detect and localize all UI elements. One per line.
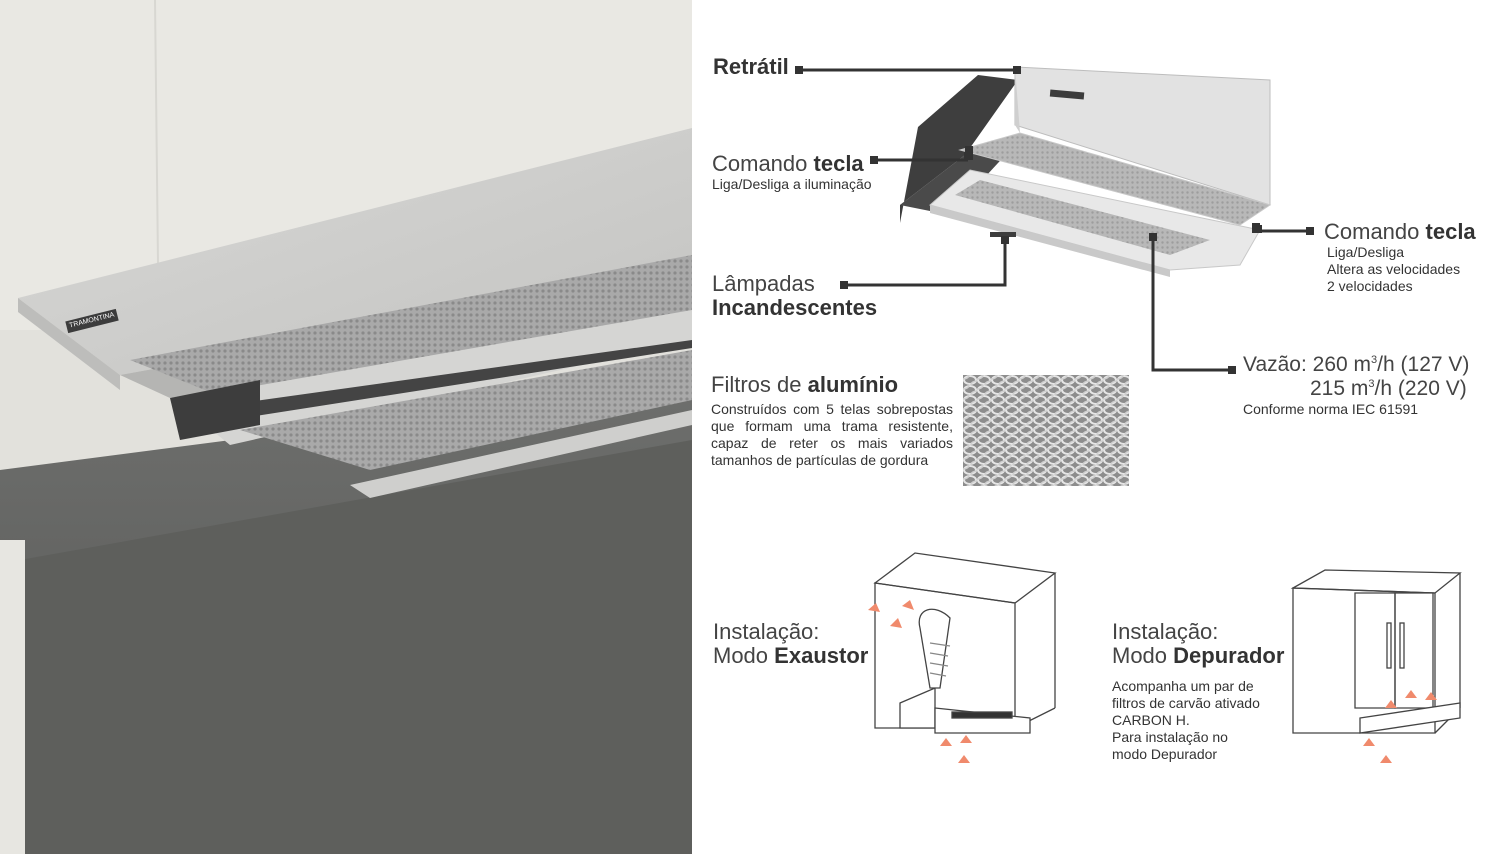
install-depurador: Instalação: Modo Depurador Acompanha um …: [1112, 620, 1284, 763]
depurador-desc-4: Para instalação no: [1112, 729, 1228, 745]
exaustor-line2: Modo Exaustor: [713, 643, 869, 668]
comando-left-title: Comando tecla: [712, 151, 864, 176]
vazao-line-1: Vazão: 260 m3/h (127 V): [1243, 353, 1470, 376]
depurador-desc-1: Acompanha um par de: [1112, 678, 1254, 694]
vazao-line-2: 215 m3/h (220 V): [1310, 377, 1467, 400]
depurador-line2: Modo Depurador: [1112, 643, 1285, 668]
hood-illustration: [900, 66, 1272, 277]
depurador-diagram: [1290, 569, 1462, 763]
product-photo: TRAMONTINA: [0, 0, 692, 854]
filtros-desc-1: Construídos com 5 telas sobrepostas: [711, 401, 953, 417]
install-exaustor: Instalação: Modo Exaustor: [713, 620, 868, 668]
lampadas-callout: Lâmpadas Incandescentes: [712, 272, 877, 320]
filtros-desc-2: que formam uma trama resistente,: [711, 418, 953, 434]
comando-right-desc-2: Altera as velocidades: [1327, 261, 1461, 277]
depurador-desc-2: filtros de carvão ativado: [1112, 695, 1260, 711]
comando-right-title: Comando tecla: [1324, 219, 1476, 244]
comando-right-desc-3: 2 velocidades: [1327, 278, 1413, 294]
lampadas-line2: Incandescentes: [712, 295, 878, 320]
lampadas-line1: Lâmpadas: [712, 271, 815, 296]
aluminum-filter-image: [963, 375, 1129, 486]
exaustor-line1: Instalação:: [713, 619, 820, 644]
vazao-callout: Vazão: 260 m3/h (127 V) 215 m3/h (220 V)…: [1243, 353, 1469, 418]
vazao-note: Conforme norma IEC 61591: [1243, 401, 1419, 417]
comando-right: Comando tecla Liga/Desliga Altera as vel…: [1324, 220, 1476, 295]
depurador-line1: Instalação:: [1112, 619, 1219, 644]
comando-left: Comando tecla Liga/Desliga a iluminação: [712, 152, 872, 193]
filtros-callout: Filtros de alumínio Construídos com 5 te…: [711, 373, 953, 469]
filtros-desc-3: capaz de reter os mais variados: [711, 435, 953, 451]
filtros-title: Filtros de alumínio: [711, 372, 899, 397]
filtros-desc-4: tamanhos de partículas de gordura: [711, 452, 929, 468]
comando-left-desc: Liga/Desliga a iluminação: [712, 176, 872, 192]
exaustor-diagram: [868, 552, 1057, 763]
depurador-desc-5: modo Depurador: [1112, 746, 1218, 762]
depurador-desc-3: CARBON H.: [1112, 712, 1190, 728]
comando-right-desc-1: Liga/Desliga: [1327, 244, 1405, 260]
retratil-label: Retrátil: [713, 54, 789, 79]
